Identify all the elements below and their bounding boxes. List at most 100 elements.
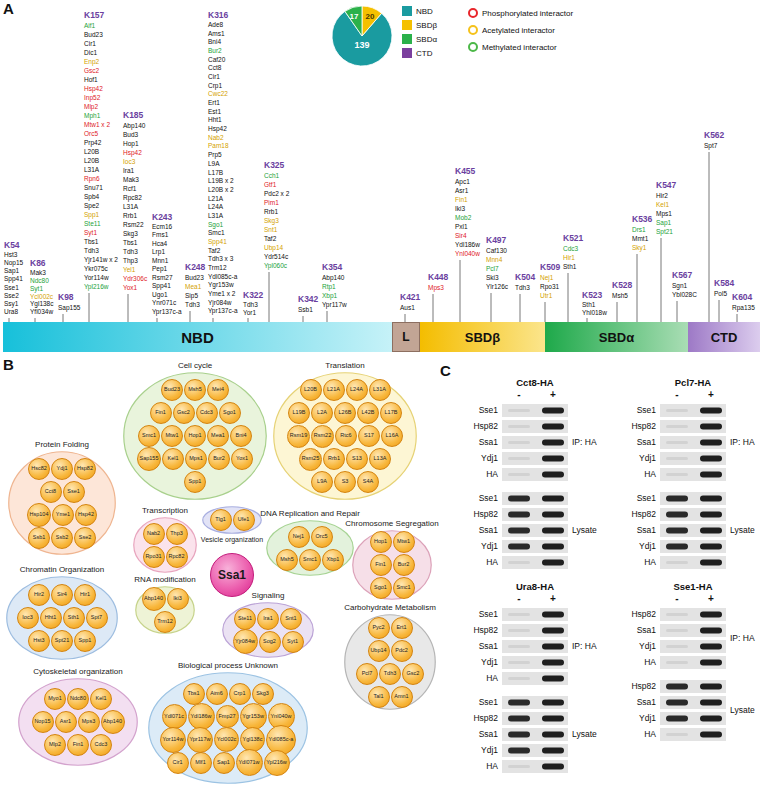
cluster-outline <box>9 452 116 555</box>
protein-name: Nop15 <box>34 719 50 725</box>
interactor-name: Ydr306c <box>123 274 147 283</box>
residue-label: K325 <box>264 160 284 170</box>
legend-text: Phosphorylated interactor <box>482 9 573 18</box>
protein-circle: Ypl216w <box>264 750 290 776</box>
interactor-name: Tbs1 <box>123 238 137 247</box>
protein-name: Spt7 <box>91 615 102 621</box>
interactor-name: Mea1 <box>185 282 201 291</box>
interactor-name: Spe2 <box>84 201 99 210</box>
interactor-name: Nej1 <box>540 273 553 282</box>
panel-letter: C <box>440 362 451 379</box>
residue-label: K604 <box>732 292 752 302</box>
protein-circle: Mea1 <box>207 425 229 447</box>
protein-circle: Abp140 <box>142 587 166 611</box>
interactor-name: Hsp42 <box>208 125 227 134</box>
interactor-name: Crp1 <box>208 82 222 91</box>
protein-name: L17B <box>385 410 398 416</box>
blot-section-label: IP: HA <box>730 436 755 449</box>
protein-name: Nej1 <box>293 534 304 540</box>
protein-circle: Sgo1 <box>370 577 392 599</box>
protein-label: Ydj1 <box>639 712 656 725</box>
protein-circle: Rpo31 <box>143 546 165 568</box>
protein-circle: Hsp42 <box>75 504 97 526</box>
protein-circle: Nab2 <box>143 523 165 545</box>
interactor-name: Dic1 <box>84 48 97 57</box>
protein-circle: Tdh3 <box>379 663 401 685</box>
interactor-name: Ypl060c <box>264 261 287 270</box>
protein-circle: L17B <box>380 402 402 424</box>
interactor-name: Abp140 <box>123 121 145 130</box>
interactor-name: Est1 <box>208 108 221 117</box>
interactor-name: Rsm22 <box>123 220 144 229</box>
interactor-name: Sir4 <box>455 231 467 240</box>
protein-circle: L21A <box>323 379 345 401</box>
cluster-outline <box>203 507 262 534</box>
cluster-title: DNA Replication and Repair <box>260 510 360 518</box>
interactor-name: Sap1 <box>656 218 671 227</box>
western-blot <box>502 404 568 569</box>
domain-name: CTD <box>711 330 738 345</box>
interactor-name: Hca4 <box>152 240 167 248</box>
legend-item: Methylated interactor <box>468 42 557 52</box>
western-blot <box>660 404 726 569</box>
protein-name: Ydj1 <box>56 466 67 472</box>
cluster-outline <box>136 587 195 634</box>
interactor-name: Lrp1 <box>152 248 165 256</box>
interactor-name: L20B <box>84 147 99 156</box>
interactor-name: Ykr075c <box>84 264 108 273</box>
protein-name: L2A <box>317 410 327 416</box>
legend-swatch <box>402 20 412 30</box>
interactor-name: Nab2 <box>208 134 224 143</box>
protein-name: Mei4 <box>212 387 224 393</box>
protein-circle: Tbs1 <box>183 683 205 705</box>
interactor-name: Bud3 <box>123 130 138 139</box>
protein-name: Ssb2 <box>56 535 69 541</box>
interactor-name: Gsc2 <box>84 66 99 75</box>
interactor-name: Hir2 <box>656 191 668 200</box>
protein-name: Spt21 <box>55 638 69 644</box>
protein-name: Cdc3 <box>95 742 108 748</box>
lane-sign: - <box>517 593 520 605</box>
protein-name: Trm12 <box>157 619 173 625</box>
interactor-name: L31A <box>84 165 99 174</box>
interactor-name: Hop1 <box>123 139 139 148</box>
interactor-name: Spt7 <box>704 141 717 150</box>
leader-line <box>89 293 90 322</box>
protein-label: HA <box>486 760 498 773</box>
protein-name: Sgo1 <box>223 410 236 416</box>
cluster-title: Vesicle organization <box>201 536 263 543</box>
protein-name: Ycl002c <box>217 737 237 743</box>
residue-label: K316 <box>208 10 228 20</box>
interactor-name: Ycl002c <box>30 293 53 301</box>
cluster-title: Cytoskeletal organization <box>33 668 122 676</box>
protein-name: Iki3 <box>173 596 182 602</box>
interactor-name: Tdh3 <box>243 301 258 309</box>
protein-circle: Nop15 <box>32 711 54 733</box>
interactor-name: Aus1 <box>400 303 415 312</box>
protein-circle: L42B <box>357 402 379 424</box>
interactor-name: Ecm16 <box>152 223 172 231</box>
interactor-name: Ssb1 <box>298 305 313 314</box>
hub-circle: Ssa1 <box>210 553 254 597</box>
interactor-name: Sip5 <box>185 291 198 300</box>
cluster-title: Protein Folding <box>35 441 89 449</box>
protein-circle: Ydl071c <box>162 704 187 729</box>
protein-circle: Syt1 <box>282 631 304 653</box>
interactor-name: Ski3 <box>486 273 499 282</box>
domain-band: CTD <box>688 322 760 352</box>
protein-label: Sse1 <box>637 492 656 505</box>
residue-label: K421 <box>400 292 420 302</box>
interactor-name: Sth1 <box>582 301 595 309</box>
interactor-name: Prp42 <box>84 138 101 147</box>
interactor-name: Syt1 <box>30 285 43 293</box>
protein-circle: Ygl138c <box>240 727 265 752</box>
interactor-name: Sgn1 <box>672 281 687 290</box>
protein-circle: Pdc2 <box>391 640 413 662</box>
protein-circle: Bur2 <box>208 448 230 470</box>
protein-label: Ydj1 <box>639 452 656 465</box>
protein-label: HA <box>486 672 498 685</box>
protein-name: Fin1 <box>375 562 386 568</box>
residue-label: K243 <box>152 212 172 222</box>
cluster-outline <box>353 531 432 600</box>
protein-name: L21A <box>327 387 340 393</box>
